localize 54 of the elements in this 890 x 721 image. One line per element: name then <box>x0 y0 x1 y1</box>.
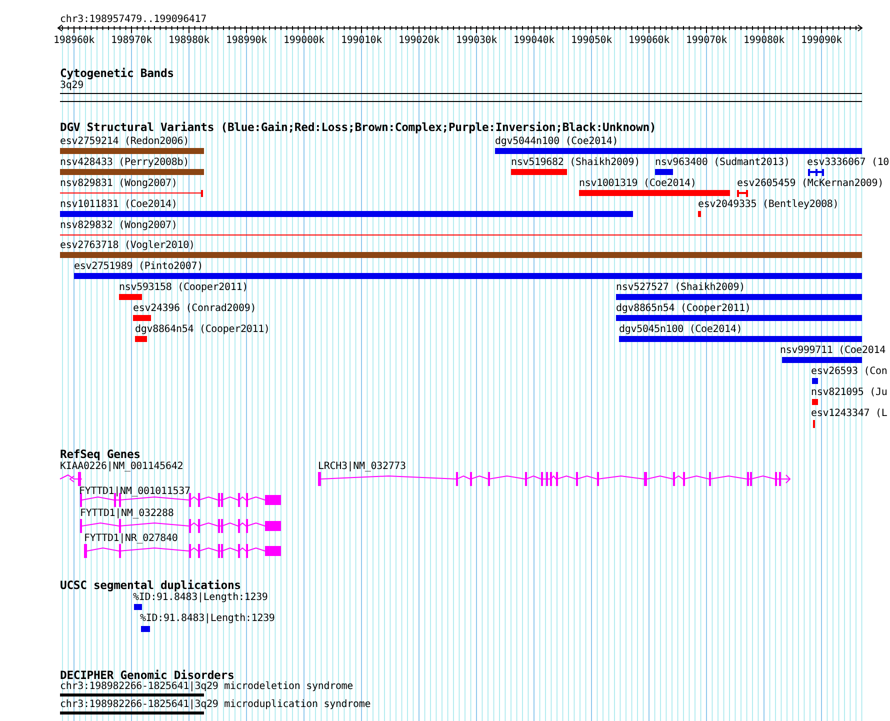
variant-label: dgv8864n54 (Cooper2011) <box>135 324 270 336</box>
duplication-label: %ID:91.8483|Length:1239 <box>140 613 275 625</box>
variant-label: esv2605459 (McKernan2009) <box>737 178 884 190</box>
gene-label: LRCH3|NM_032773 <box>318 461 406 473</box>
track-title: RefSeq Genes <box>60 448 140 460</box>
tick-label: 199030k <box>456 35 498 47</box>
variant-label: esv2763718 (Vogler2010) <box>60 240 195 252</box>
gene-label: FYTTD1|NM_032288 <box>80 508 174 520</box>
band-label: 3q29 <box>60 80 84 92</box>
gene-label: FYTTD1|NM_001011537 <box>79 486 190 498</box>
variant-label: dgv5044n100 (Coe2014) <box>495 136 618 148</box>
track-title: UCSC segmental duplications <box>60 579 241 591</box>
variant-label: esv24396 (Conrad2009) <box>133 303 256 315</box>
gene-label: FYTTD1|NR_027840 <box>84 533 178 545</box>
variant-label: nsv527527 (Shaikh2009) <box>616 282 745 294</box>
variant-label: nsv1001319 (Coe2014) <box>579 178 696 190</box>
variant-label: nsv428433 (Perry2008b) <box>60 157 189 169</box>
variant-label: esv3336067 (10 <box>807 157 890 169</box>
tick-label: 199000k <box>284 35 325 47</box>
tick-label: 199060k <box>628 35 670 47</box>
variant-label: dgv5045n100 (Coe2014) <box>619 324 742 336</box>
disorder-label: chr3:198982266-1825641|3q29 microdeletion syndrome <box>60 681 354 693</box>
variant-label: nsv829831 (Wong2007) <box>60 178 178 190</box>
gene-label: KIAA0226|NM_001145642 <box>60 461 184 473</box>
variant-label: esv2751989 (Pinto2007) <box>74 261 203 273</box>
variant-label: esv2759214 (Redon2006) <box>60 136 189 148</box>
tick-label: 198990k <box>226 35 268 47</box>
disorder-label: chr3:198982266-1825641|3q29 microduplication syndrome <box>60 699 371 711</box>
tick-label: 199020k <box>398 35 440 47</box>
variant-label: esv2049335 (Bentley2008) <box>698 199 839 211</box>
tick-label: 199040k <box>514 35 555 47</box>
variant-label: nsv821095 (Ju <box>811 387 888 399</box>
variant-label: esv26593 (Con <box>811 366 888 378</box>
variant-label: nsv829832 (Wong2007) <box>60 220 178 232</box>
tick-label: 199070k <box>686 35 728 47</box>
tick-label: 199090k <box>801 35 842 47</box>
tick-label: 199080k <box>744 35 785 47</box>
variant-label: dgv8865n54 (Cooper2011) <box>616 303 751 315</box>
variant-label: nsv999711 (Coe2014 <box>780 345 886 357</box>
tick-label: 198960k <box>54 35 95 47</box>
duplication-label: %ID:91.8483|Length:1239 <box>133 592 268 604</box>
variant-label: nsv519682 (Shaikh2009) <box>511 157 640 169</box>
track-title: DGV Structural Variants (Blue:Gain;Red:Loss;Brown:Complex;Purple:Inversion;Black:Unknown) <box>60 121 656 133</box>
tick-label: 198980k <box>168 35 210 47</box>
track-title: DECIPHER Genomic Disorders <box>60 669 234 681</box>
coordinate-label: chr3:198957479..199096417 <box>60 14 207 26</box>
tick-label: 199010k <box>341 35 382 47</box>
track-title: Cytogenetic Bands <box>60 67 174 79</box>
variant-label: nsv1011831 (Coe2014) <box>60 199 178 211</box>
tick-label: 199050k <box>571 35 612 47</box>
variant-label: nsv593158 (Cooper2011) <box>119 282 248 294</box>
tick-label: 198970k <box>111 35 152 47</box>
variant-label: esv1243347 (L <box>811 408 888 420</box>
variant-label: nsv963400 (Sudmant2013) <box>655 157 790 169</box>
